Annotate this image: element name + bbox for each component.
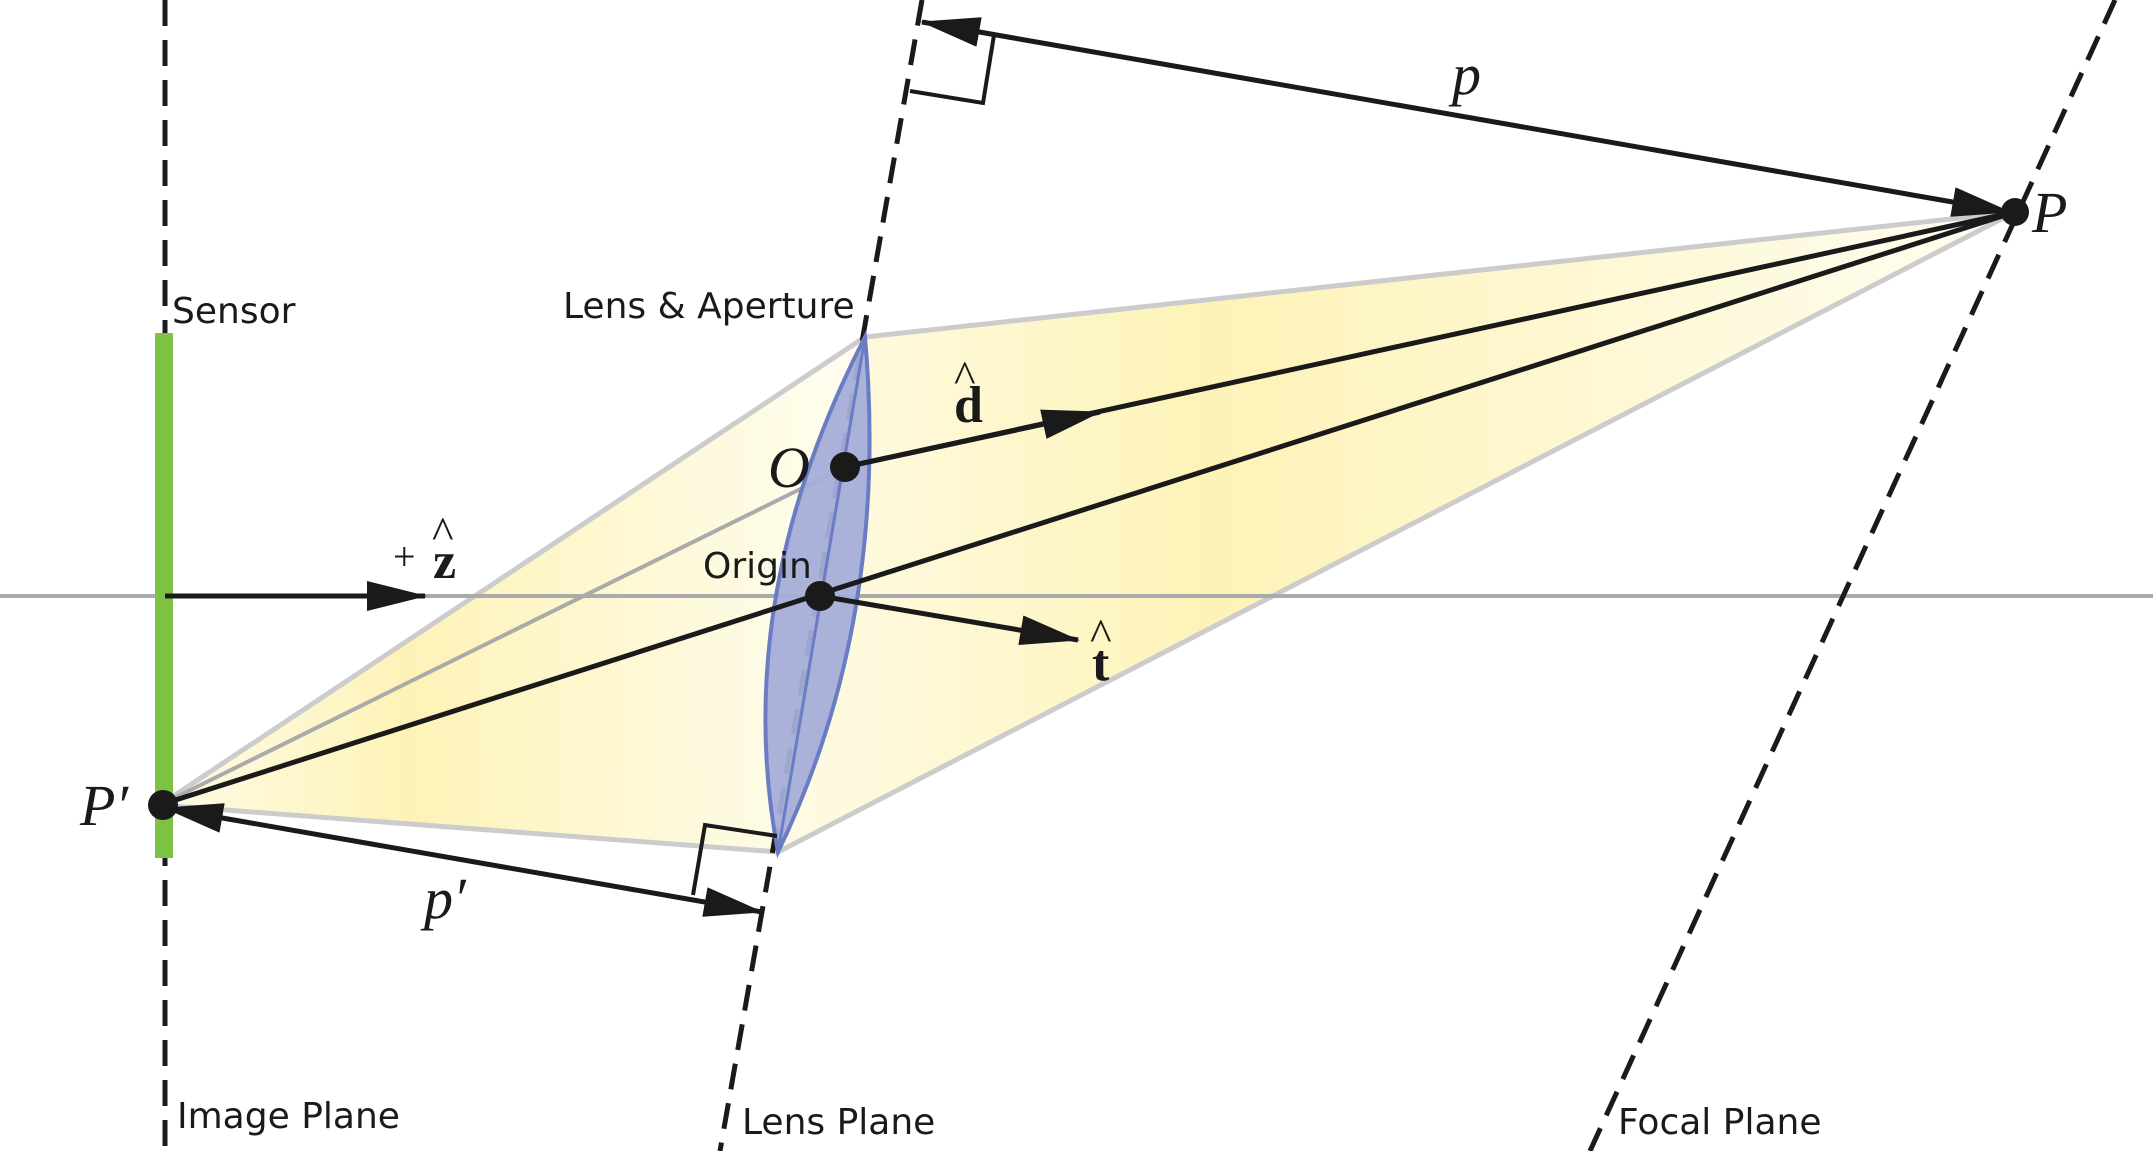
math-p-distance: p: [1448, 42, 1481, 107]
t-hat-arrow: [819, 593, 1080, 646]
math-d-hat-glyph: ^: [954, 351, 976, 402]
math-z-hat: z: [433, 533, 456, 590]
focal-plane-label: Focal Plane: [1618, 1102, 1821, 1143]
chief-ray: [159, 209, 2016, 808]
point-o: [830, 452, 860, 482]
math-plus: +: [393, 534, 416, 579]
math-t-hat-glyph: ^: [1090, 609, 1112, 660]
math-o-point: O: [768, 435, 810, 500]
focal-plane-line: [1587, 0, 2118, 1151]
d-hat-arrow: [844, 409, 1102, 470]
right-angle-p: [909, 34, 996, 106]
image-plane-label: Image Plane: [177, 1096, 400, 1137]
math-d-hat: d: [954, 377, 983, 434]
dimension-p: [920, 17, 2012, 217]
origin-label: Origin: [703, 546, 812, 587]
point-p-prime: [148, 790, 178, 820]
dimension-p-prime: [163, 803, 764, 917]
math-t-hat: t: [1092, 635, 1110, 692]
point-p: [2001, 198, 2029, 226]
lens-aperture-label: Lens & Aperture: [563, 286, 855, 327]
math-p-prime-distance: p′: [420, 866, 467, 931]
ray-p-prime-to-o: [159, 465, 846, 807]
point-origin: [805, 581, 835, 611]
lens-plane-label: Lens Plane: [742, 1102, 935, 1143]
light-cone-object-side: [775, 209, 2018, 855]
math-p-point: P: [2031, 180, 2067, 245]
right-angle-p-prime: [691, 822, 778, 896]
sensor-bar: [155, 333, 173, 858]
math-p-prime-point: P′: [79, 773, 129, 838]
sensor-label: Sensor: [172, 291, 296, 332]
math-z-hat-glyph: ^: [432, 507, 454, 558]
